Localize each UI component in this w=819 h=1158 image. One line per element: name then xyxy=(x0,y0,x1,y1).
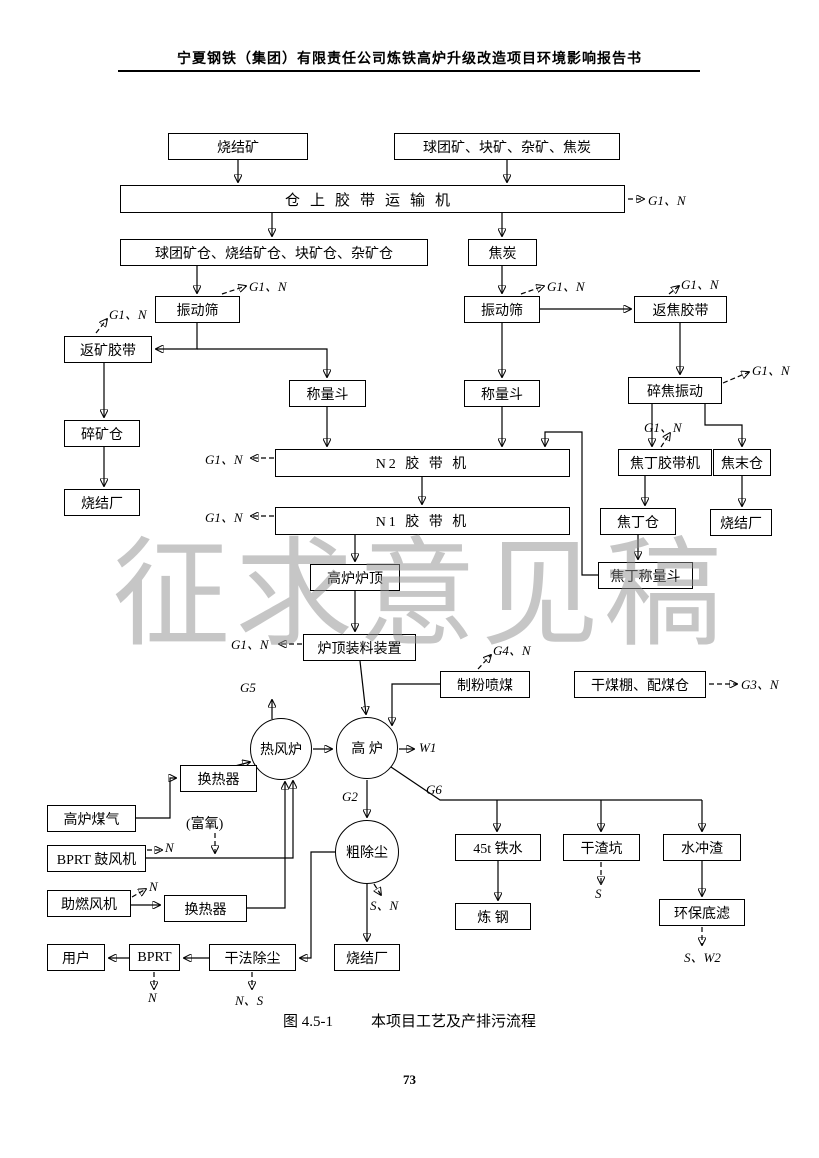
node-steelmaking: 炼 钢 xyxy=(455,903,531,930)
document-header: 宁夏钢铁（集团）有限责任公司炼铁高炉升级改造项目环境影响报告书 xyxy=(177,52,642,67)
emission-label-g1n-screen-coke: G1、N xyxy=(547,279,585,294)
node-coal-injection: 制粉喷煤 xyxy=(440,671,530,698)
emission-label-g1n-coke-crush: G1、N xyxy=(752,363,790,378)
node-sinter-plant-ore: 烧结厂 xyxy=(64,489,140,516)
node-top-charging-device: 炉顶装料装置 xyxy=(303,634,416,661)
emission-label-g1n-n1-belt: G1、N xyxy=(205,510,243,525)
solid-connectors xyxy=(104,160,742,958)
node-users: 用户 xyxy=(47,944,105,971)
node-vibrating-screen-coke: 振动筛 xyxy=(464,296,540,323)
node-ore-bunkers: 球团矿仓、烧结矿仓、块矿仓、杂矿仓 xyxy=(120,239,428,266)
node-raw-materials: 球团矿、块矿、杂矿、焦炭 xyxy=(394,133,620,160)
emission-label-g4n: G4、N xyxy=(493,643,531,658)
node-combustion-fan: 助燃风机 xyxy=(47,890,131,917)
node-n1-belt: N1 胶 带 机 xyxy=(275,507,570,535)
node-sinter-ore: 烧结矿 xyxy=(168,133,308,160)
node-bprt: BPRT xyxy=(129,944,180,971)
node-weighing-hopper-ore: 称量斗 xyxy=(289,380,366,407)
emission-label-g1n-coke-return: G1、N xyxy=(681,277,719,292)
emission-label-g1n-n2-belt: G1、N xyxy=(205,452,243,467)
node-coal-shed: 干煤棚、配煤仓 xyxy=(574,671,706,698)
emission-label-s-slag-pit: S xyxy=(595,886,602,901)
node-blast-furnace: 高 炉 xyxy=(336,717,398,779)
node-coke-nut-bunker: 焦丁仓 xyxy=(600,508,676,535)
label-oxygen-enrichment: (富氧) xyxy=(186,817,224,832)
node-coke-fines-bunker: 焦末仓 xyxy=(713,449,771,476)
node-coke-crushing-vibrating: 碎焦振动 xyxy=(628,377,722,404)
node-coke-nut-weighing-hopper: 焦丁称量斗 xyxy=(598,562,693,589)
node-dry-dedusting: 干法除尘 xyxy=(209,944,296,971)
emission-label-ns-dry-dedusting: N、S xyxy=(235,993,264,1008)
emission-label-g1n-conveyor: G1、N xyxy=(648,193,686,208)
node-vibrating-screen-ore: 振动筛 xyxy=(155,296,240,323)
node-bprt-blower: BPRT 鼓风机 xyxy=(47,845,146,872)
emission-label-g2: G2 xyxy=(342,789,358,804)
emission-label-sn-coarse-dedusting: S、N xyxy=(370,898,399,913)
page-number: 73 xyxy=(403,1072,416,1087)
node-coke-return-belt: 返焦胶带 xyxy=(634,296,727,323)
node-furnace-top: 高炉炉顶 xyxy=(310,564,400,591)
emission-label-g1n-coke-nut-belt: G1、N xyxy=(644,420,682,435)
node-sinter-plant-coke: 烧结厂 xyxy=(710,509,772,536)
figure-caption: 图 4.5-1 本项目工艺及产排污流程 xyxy=(0,1010,819,1031)
node-env-bottom-filter: 环保底滤 xyxy=(659,899,745,926)
emission-label-g1n-charging: G1、N xyxy=(231,637,269,652)
node-sinter-plant-dust: 烧结厂 xyxy=(334,944,400,971)
header-rule xyxy=(118,70,700,72)
node-coke: 焦炭 xyxy=(468,239,537,266)
emission-label-g3n: G3、N xyxy=(741,677,779,692)
emission-label-g6: G6 xyxy=(426,782,442,797)
emission-label-g5: G5 xyxy=(240,680,256,695)
emission-label-n-bprt: N xyxy=(148,990,157,1005)
node-n2-belt: N2 胶 带 机 xyxy=(275,449,570,477)
emission-label-g1n-screen-ore: G1、N xyxy=(249,279,287,294)
node-crushed-ore-bunker: 碎矿仓 xyxy=(64,420,140,447)
emission-label-sw2: S、W2 xyxy=(684,950,721,965)
emission-label-n-bprt-blower: N xyxy=(165,840,174,855)
node-hot-blast-stove: 热风炉 xyxy=(250,718,312,780)
emission-connectors xyxy=(95,199,749,989)
node-dry-slag-pit: 干渣坑 xyxy=(563,834,640,861)
figure-number: 图 4.5-1 xyxy=(282,1014,333,1030)
node-bf-gas: 高炉煤气 xyxy=(47,805,136,832)
node-weighing-hopper-coke: 称量斗 xyxy=(464,380,540,407)
node-hot-metal: 45t 铁水 xyxy=(455,834,541,861)
node-water-slag: 水冲渣 xyxy=(663,834,741,861)
node-ore-return-belt: 返矿胶带 xyxy=(64,336,152,363)
emission-label-w1: W1 xyxy=(419,740,437,755)
node-coarse-dedusting: 粗除尘 xyxy=(335,820,399,884)
figure-title: 本项目工艺及产排污流程 xyxy=(370,1014,536,1030)
node-heat-exchanger-1: 换热器 xyxy=(180,765,257,792)
emission-label-n-combustion-fan: N xyxy=(149,879,158,894)
node-heat-exchanger-2: 换热器 xyxy=(164,895,247,922)
node-top-belt-conveyor: 仓上胶带运输机 xyxy=(120,185,625,213)
emission-label-g1n-ore-return: G1、N xyxy=(109,307,147,322)
node-coke-nut-belt: 焦丁胶带机 xyxy=(618,449,712,476)
